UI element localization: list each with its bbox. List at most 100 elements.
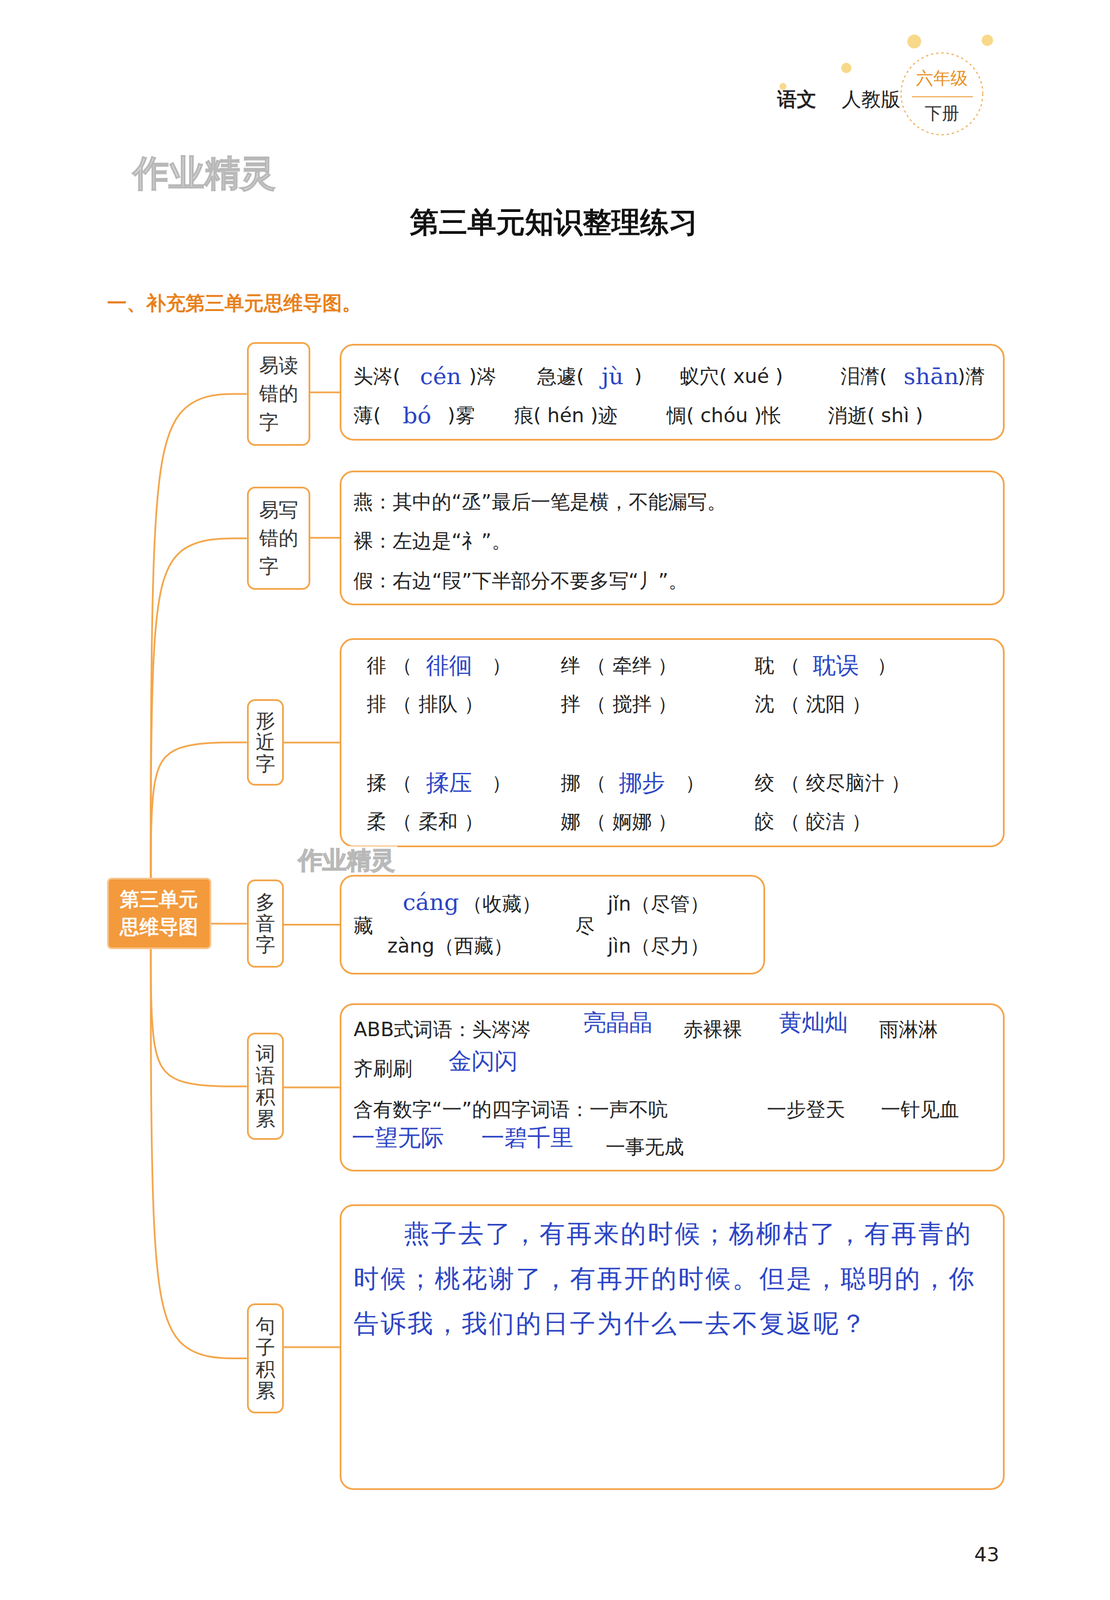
item-text: 一针见血 [880,1096,960,1122]
item-text: 蚁穴( xué ) [679,363,783,389]
grade-label: 六年级 [915,67,968,89]
branch-label: 句子积累 [255,1314,276,1402]
item-text: 揉 （ [366,769,413,795]
content-box: 藏cáng（收藏）zàng（西藏）尽jǐn（尽管）jìn（尽力） [339,874,766,975]
item-text: 泪潸( [840,363,888,389]
handwritten-answer: 金闪闪 [448,1045,518,1076]
item-text: 齐刷刷 [353,1055,413,1081]
sentence-answer: 燕子去了，有再来的时候；杨柳枯了，有再青的时候；桃花谢了，有再开的时候。但是，聪… [353,1210,994,1346]
handwritten-answer: 挪步 [618,767,665,798]
item-text: 绊 （ 牵绊 ） [560,652,678,678]
item-text: 绞 （ 绞尽脑汁 ） [754,769,911,795]
badge-circle [901,52,983,135]
connector [150,948,247,1359]
badge-divider [911,96,973,98]
item-text: )涔 [469,363,497,389]
branch-label: 易读错的字 [259,351,299,437]
item-text: 一步登天 [766,1096,846,1122]
item-text: 拌 （ 搅拌 ） [560,690,678,717]
item-text: ） [685,769,705,795]
grade-badge [901,52,983,135]
handwritten-answer: 黄灿灿 [778,1006,849,1037]
item-text: 雨淋淋 [879,1016,938,1042]
item-text: 惆( chóu )怅 [666,402,782,428]
connector [150,393,247,878]
item-text: 裸：左边是“礻”。 [353,527,511,554]
item-text: ABB式词语：头涔涔 [353,1016,531,1042]
content-box: ABB式词语：头涔涔 亮晶晶 赤裸裸 黄灿灿 雨淋淋齐刷刷 金闪闪含有数字“一”的四字词语… [339,1002,1005,1172]
handwritten-answer: cáng [402,886,459,917]
item-text: 耽 （ [754,652,801,678]
flower-dot [841,62,852,74]
page-number: 43 [974,1541,999,1566]
item-text: jǐn（尽管） [607,890,710,916]
handwritten-answer: cén [420,360,462,391]
item-text: 含有数字“一”的四字词语：一声不吭 [353,1096,668,1122]
item-text: ） [491,769,512,795]
connector [150,948,247,1087]
branch-box: 多音字 [246,879,284,967]
branch-box: 句子积累 [246,1302,284,1413]
connector [150,538,247,878]
running-head: 人教版 [841,86,901,111]
volume-label: 下册 [924,103,960,124]
handwritten-answer: 一碧千里 [481,1122,574,1153]
connector [310,536,340,539]
item-text: 急遽( [537,363,584,389]
item-text: 薄( [353,402,381,428]
page-title: 第三单元知识整理练习 [409,204,698,240]
item-text: 一事无成 [605,1133,684,1159]
branch-label: 形近字 [255,709,276,775]
item-text: 娜 （ 婀娜 ） [560,808,678,834]
item-text: 尽 [575,912,595,938]
item-text: 排 （ 排队 ） [366,690,484,717]
item-text: jìn（尽力） [607,932,710,959]
handwritten-answer: shān [903,360,959,391]
item-text: 皎 （ 皎洁 ） [754,808,872,834]
item-text: 头涔( [353,363,401,389]
item-text: （收藏） [462,890,542,916]
branch-label: 词语积累 [255,1042,276,1129]
content-box: 徘 （徘徊）排 （ 排队 ）绊 （ 牵绊 ）拌 （ 搅拌 ）耽 （耽误）沈 （ … [339,637,1005,847]
item-text: 挪 （ [560,769,607,795]
flower-dot [981,34,994,47]
branch-box: 词语积累 [246,1032,284,1140]
branch-label: 多音字 [255,891,276,956]
branch-box: 易读错的字 [246,341,311,447]
item-text: 柔 （ 柔和 ） [366,808,484,834]
section-heading: 一、补充第三单元思维导图。 [107,291,362,315]
connector [310,391,340,394]
connector [283,923,340,926]
handwritten-answer: 揉压 [426,767,473,798]
handwritten-answer: 亮晶晶 [583,1006,653,1037]
header-flowers [779,34,994,90]
item-text: 痕( hén )迹 [514,402,618,428]
running-head: 语文 [777,86,817,111]
handwritten-answer: jù [601,360,624,391]
item-text: 燕：其中的“丞”最后一笔是横，不能漏写。 [353,488,726,515]
flower-dot [907,34,922,49]
content-box: 头涔(cén)涔急遽(jù)蚁穴( xué )泪潸(shān)潸薄(bó)雾痕(… [339,343,1005,441]
connector [211,922,247,925]
item-text: zàng（西藏） [387,932,513,959]
watermark: 作业精灵 [130,151,279,195]
item-text: ） [491,652,512,678]
watermark: 作业精灵 [295,845,398,875]
handwritten-answer: 一望无际 [351,1122,444,1153]
item-text: 沈 （ 沈阳 ） [754,690,872,717]
item-text: ) [634,363,642,389]
root-box: 第三单元 思维导图 [107,877,212,949]
connector [283,741,340,744]
item-text: 消逝( shì ) [827,402,923,428]
content-box: 燕子去了，有再来的时候；杨柳枯了，有再青的时候；桃花谢了，有再开的时候。但是，聪… [339,1203,1005,1490]
item-text: 假：右边“叚”下半部分不要多写“丿”。 [353,567,688,593]
branch-box: 易写错的字 [246,486,311,590]
branch-label: 易写错的字 [259,495,299,581]
item-text: )雾 [447,402,475,428]
item-text: 徘 （ [366,652,413,678]
connector [283,1346,340,1348]
branch-box: 形近字 [246,698,284,786]
item-text: 赤裸裸 [683,1016,743,1042]
root-title: 第三单元 思维导图 [119,885,199,941]
